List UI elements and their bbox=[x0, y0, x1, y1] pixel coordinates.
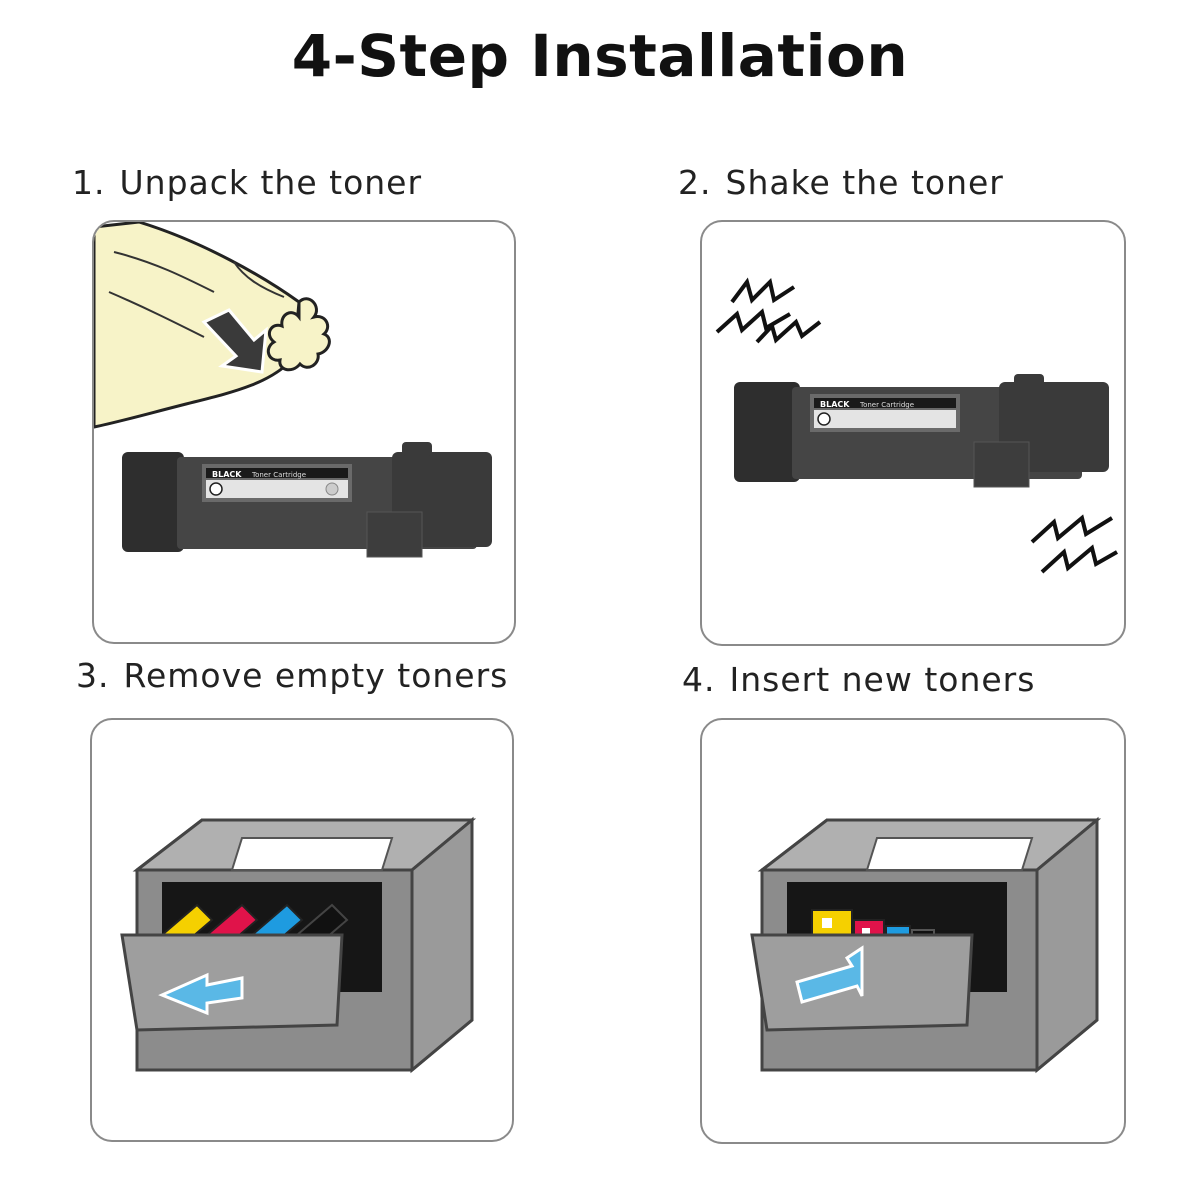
insert-arrow-icon bbox=[795, 945, 864, 1004]
unpack-arrow-icon bbox=[201, 308, 268, 374]
step-2-label: 2. Shake the toner bbox=[678, 163, 1004, 202]
page-title: 4-Step Installation bbox=[291, 22, 909, 90]
step-1-text: Unpack the toner bbox=[119, 163, 423, 202]
toner-cartridge-shake: BLACK Toner Cartridge bbox=[734, 374, 1109, 488]
step-3-label: 3. Remove empty toners bbox=[76, 656, 508, 695]
step-1-label: 1. Unpack the toner bbox=[72, 163, 422, 202]
step-2-text: Shake the toner bbox=[725, 163, 1004, 202]
step-4-label: 4. Insert new toners bbox=[682, 660, 1035, 699]
shake-zigzag-icon bbox=[730, 277, 796, 304]
cartridge-color-text: BLACK bbox=[820, 400, 850, 409]
remove-toners-illustration bbox=[120, 816, 477, 1074]
bag-crumple bbox=[266, 297, 331, 372]
cartridge-color-text: BLACK bbox=[212, 470, 242, 479]
cartridge-type-text: Toner Cartridge bbox=[859, 401, 914, 409]
step-4-text: Insert new toners bbox=[729, 660, 1036, 699]
step-4-number: 4. bbox=[682, 660, 716, 699]
step-2-number: 2. bbox=[678, 163, 712, 202]
step-3-number: 3. bbox=[76, 656, 110, 695]
shake-toner-illustration: BLACK Toner Cartridge bbox=[715, 277, 1118, 574]
step-1-panel: BLACK Toner Cartridge bbox=[92, 220, 516, 644]
step-3-text: Remove empty toners bbox=[123, 656, 509, 695]
unpack-toner-illustration: BLACK Toner Cartridge bbox=[94, 222, 492, 558]
step-4-panel bbox=[700, 718, 1126, 1144]
step-1-number: 1. bbox=[72, 163, 106, 202]
wrapper-bag bbox=[94, 222, 301, 429]
step-2-panel: BLACK Toner Cartridge bbox=[700, 220, 1126, 646]
shake-zigzag-icon-2 bbox=[1030, 514, 1114, 544]
cartridge-type-text: Toner Cartridge bbox=[251, 471, 306, 479]
remove-arrow-icon bbox=[158, 972, 244, 1016]
insert-toners-illustration bbox=[750, 816, 1102, 1074]
step-3-panel bbox=[90, 718, 514, 1142]
toner-cartridge: BLACK Toner Cartridge bbox=[122, 442, 492, 558]
